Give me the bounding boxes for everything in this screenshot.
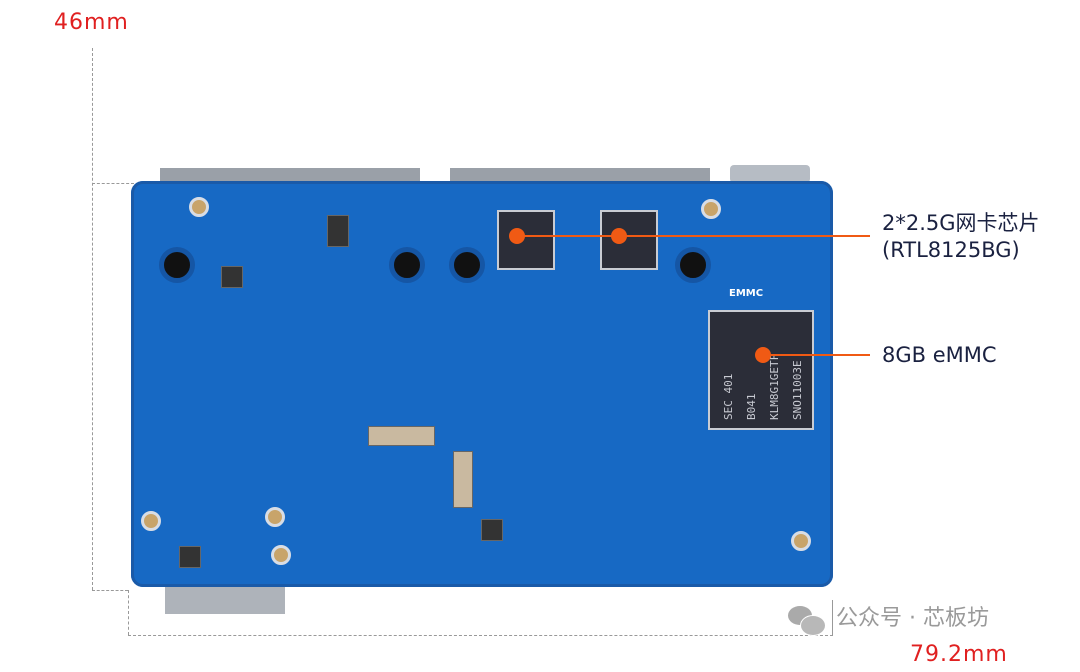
ic bbox=[221, 266, 243, 288]
callout-line bbox=[763, 354, 870, 356]
resistor-array bbox=[453, 451, 473, 508]
network-chip-1 bbox=[497, 210, 555, 270]
mounting-hole bbox=[449, 247, 485, 283]
height-dimension-bottom-tick bbox=[92, 590, 128, 591]
chip-marking: B041 bbox=[745, 393, 758, 421]
usb-c-port bbox=[730, 165, 810, 183]
width-dimension-right-tick bbox=[832, 600, 833, 636]
chip-marking: KLM8G1GETF bbox=[768, 353, 781, 420]
ic bbox=[179, 546, 201, 568]
chip-marking: SNO11003E bbox=[791, 360, 804, 420]
pcb-board: EMMC SEC 401 B041 KLM8G1GETF SNO11003E bbox=[131, 181, 833, 587]
emmc-silkscreen: EMMC bbox=[729, 288, 764, 299]
emmc-chip: SEC 401 B041 KLM8G1GETF SNO11003E bbox=[708, 310, 814, 430]
ic bbox=[481, 519, 503, 541]
width-dimension-line bbox=[128, 635, 833, 636]
pad bbox=[701, 199, 721, 219]
resistor-array bbox=[368, 426, 435, 446]
network-chip-2 bbox=[600, 210, 658, 270]
mounting-hole bbox=[675, 247, 711, 283]
connector bbox=[160, 168, 420, 182]
width-dimension-left-tick bbox=[128, 590, 129, 635]
callout-line bbox=[517, 235, 870, 237]
watermark-text: 公众号 · 芯板坊 bbox=[836, 606, 989, 631]
usb-port bbox=[165, 586, 285, 614]
pad bbox=[265, 507, 285, 527]
network-chip-label: 2*2.5G网卡芯片 bbox=[882, 211, 1040, 235]
network-chip-model-label: (RTL8125BG) bbox=[882, 238, 1020, 262]
pad bbox=[189, 197, 209, 217]
wechat-icon bbox=[788, 606, 826, 636]
pad bbox=[271, 545, 291, 565]
mounting-hole bbox=[389, 247, 425, 283]
ic bbox=[327, 215, 349, 247]
height-dimension-line bbox=[92, 48, 93, 590]
width-dimension-label: 79.2mm bbox=[910, 642, 1008, 667]
chip-marking: SEC 401 bbox=[722, 373, 735, 420]
height-dimension-label: 46mm bbox=[54, 10, 129, 35]
emmc-label: 8GB eMMC bbox=[882, 343, 997, 367]
pad bbox=[791, 531, 811, 551]
pad bbox=[141, 511, 161, 531]
height-dimension-top-tick bbox=[92, 183, 134, 184]
mounting-hole bbox=[159, 247, 195, 283]
connector bbox=[450, 168, 710, 182]
